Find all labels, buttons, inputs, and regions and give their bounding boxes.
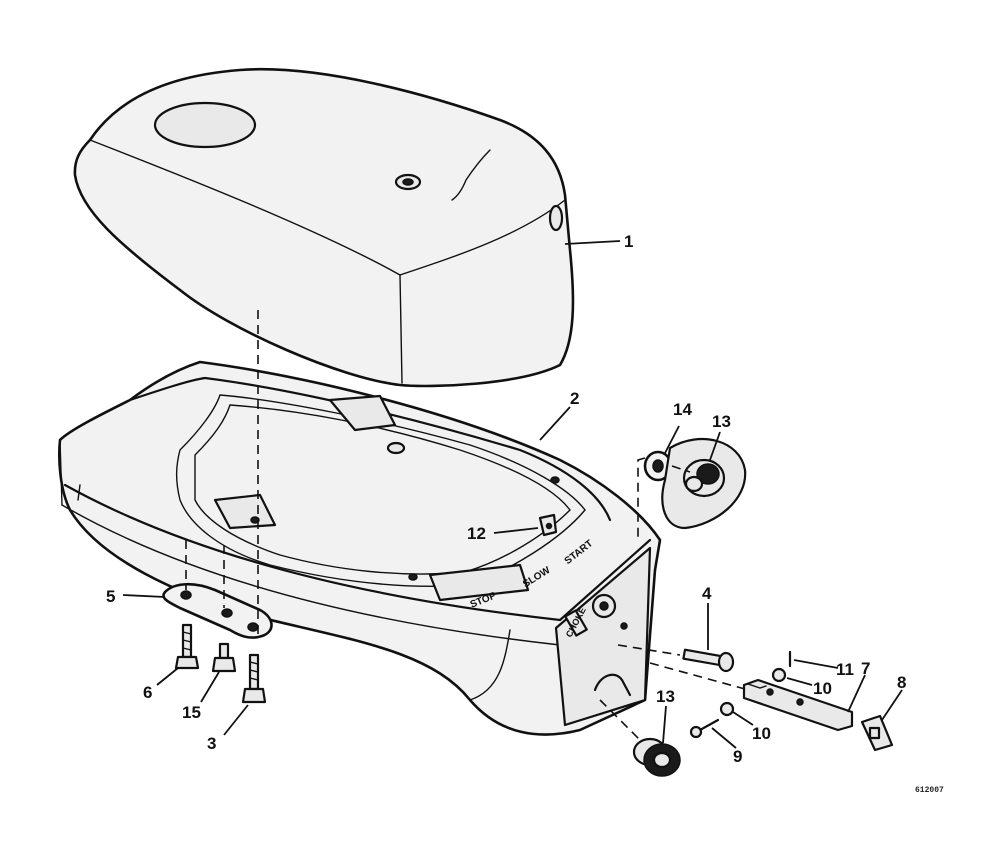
- screw-3: [241, 653, 267, 704]
- leader-3: [223, 704, 249, 736]
- assembly-line-7: [649, 662, 746, 690]
- pin: [689, 718, 720, 739]
- leader-8: [881, 689, 903, 721]
- callout-10-lower: 10: [752, 724, 771, 743]
- screw-6: [174, 623, 200, 670]
- leader-11: [793, 659, 839, 669]
- callout-15: 15: [182, 703, 201, 722]
- leader-14: [663, 425, 680, 456]
- leader-1: [564, 240, 621, 245]
- leader-15: [200, 671, 220, 703]
- clip: [860, 714, 894, 752]
- assembly-line-13-upper: [671, 465, 691, 473]
- leader-7: [847, 674, 866, 713]
- leader-2: [539, 406, 571, 441]
- leader-10-upper: [786, 677, 813, 686]
- leader-6: [156, 667, 179, 686]
- lever: [742, 678, 854, 732]
- lower-knob: [632, 737, 681, 777]
- mounting-plate: [162, 582, 273, 639]
- engine-cover: [73, 68, 575, 388]
- callout-13-upper: 13: [712, 412, 731, 431]
- washer-upper: [771, 667, 787, 683]
- callout-2: 2: [570, 389, 580, 408]
- upper-knob-assembly: [661, 437, 747, 530]
- callout-11: 11: [836, 660, 854, 679]
- screw-15: [211, 642, 237, 673]
- leader-13-lower: [662, 705, 667, 744]
- figure-reference: 612007: [915, 786, 944, 795]
- leader-9: [711, 727, 737, 749]
- callout-5: 5: [106, 587, 116, 606]
- callout-14: 14: [673, 400, 692, 419]
- callout-9: 9: [733, 747, 743, 766]
- callout-6: 6: [143, 683, 153, 702]
- callout-3: 3: [207, 734, 217, 753]
- assembly-line-4: [617, 644, 681, 656]
- leader-5: [122, 594, 166, 598]
- callout-8: 8: [897, 673, 907, 692]
- callout-12: 12: [467, 524, 486, 543]
- lower-motor-cover: [58, 360, 662, 736]
- assembly-line-13-lower: [599, 699, 641, 741]
- leader-13-upper: [709, 431, 721, 461]
- callout-4: 4: [702, 584, 712, 603]
- assembly-line-14: [637, 457, 646, 540]
- washer-lower: [719, 701, 735, 717]
- callout-1: 1: [624, 232, 634, 251]
- screw: [682, 648, 735, 673]
- callout-7: 7: [861, 659, 871, 678]
- leader-12: [493, 527, 539, 534]
- leader-10-lower: [732, 711, 754, 726]
- callout-13-lower: 13: [656, 687, 675, 706]
- callout-10-upper: 10: [813, 679, 832, 698]
